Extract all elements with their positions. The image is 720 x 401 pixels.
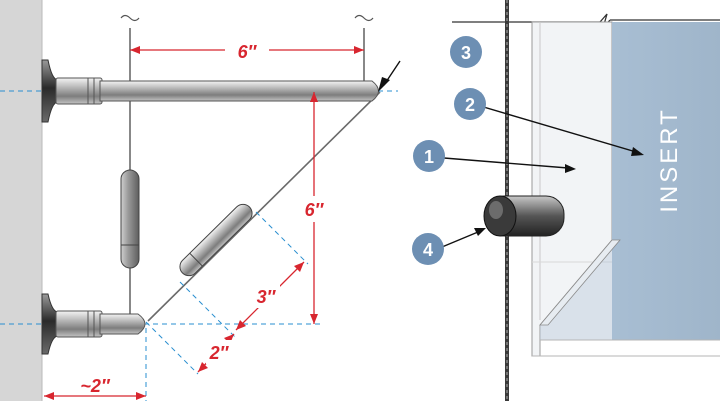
diagonal-cable [147,91,381,322]
dim-top-span: 6″ [238,42,258,62]
callout-1 [413,140,445,172]
callout-2 [454,88,486,120]
cable-gripper-vertical [120,169,140,269]
cable-gripper-diagonal [179,203,253,277]
wall-standoff-icon [41,59,379,123]
svg-text:2: 2 [465,95,475,115]
wall [0,0,42,401]
wall-standoff-icon [41,293,146,355]
dim-bottom-offset: ~2″ [80,376,111,396]
svg-text:4: 4 [423,240,433,260]
break-mark-icon [354,14,374,22]
svg-text:3: 3 [461,43,471,63]
insert-label: INSERT [656,107,683,213]
insert-panel [612,22,720,340]
break-mark-icon [120,14,140,22]
dim-vertical-span: 6″ [305,200,325,220]
dim-diagonal-upper: 3″ [257,287,277,307]
svg-text:1: 1 [424,147,434,167]
callout-3 [450,36,482,68]
callout-4 [412,233,444,265]
cable-gripper-icon [483,195,565,237]
dim-diagonal-lower: 2″ [209,343,230,363]
